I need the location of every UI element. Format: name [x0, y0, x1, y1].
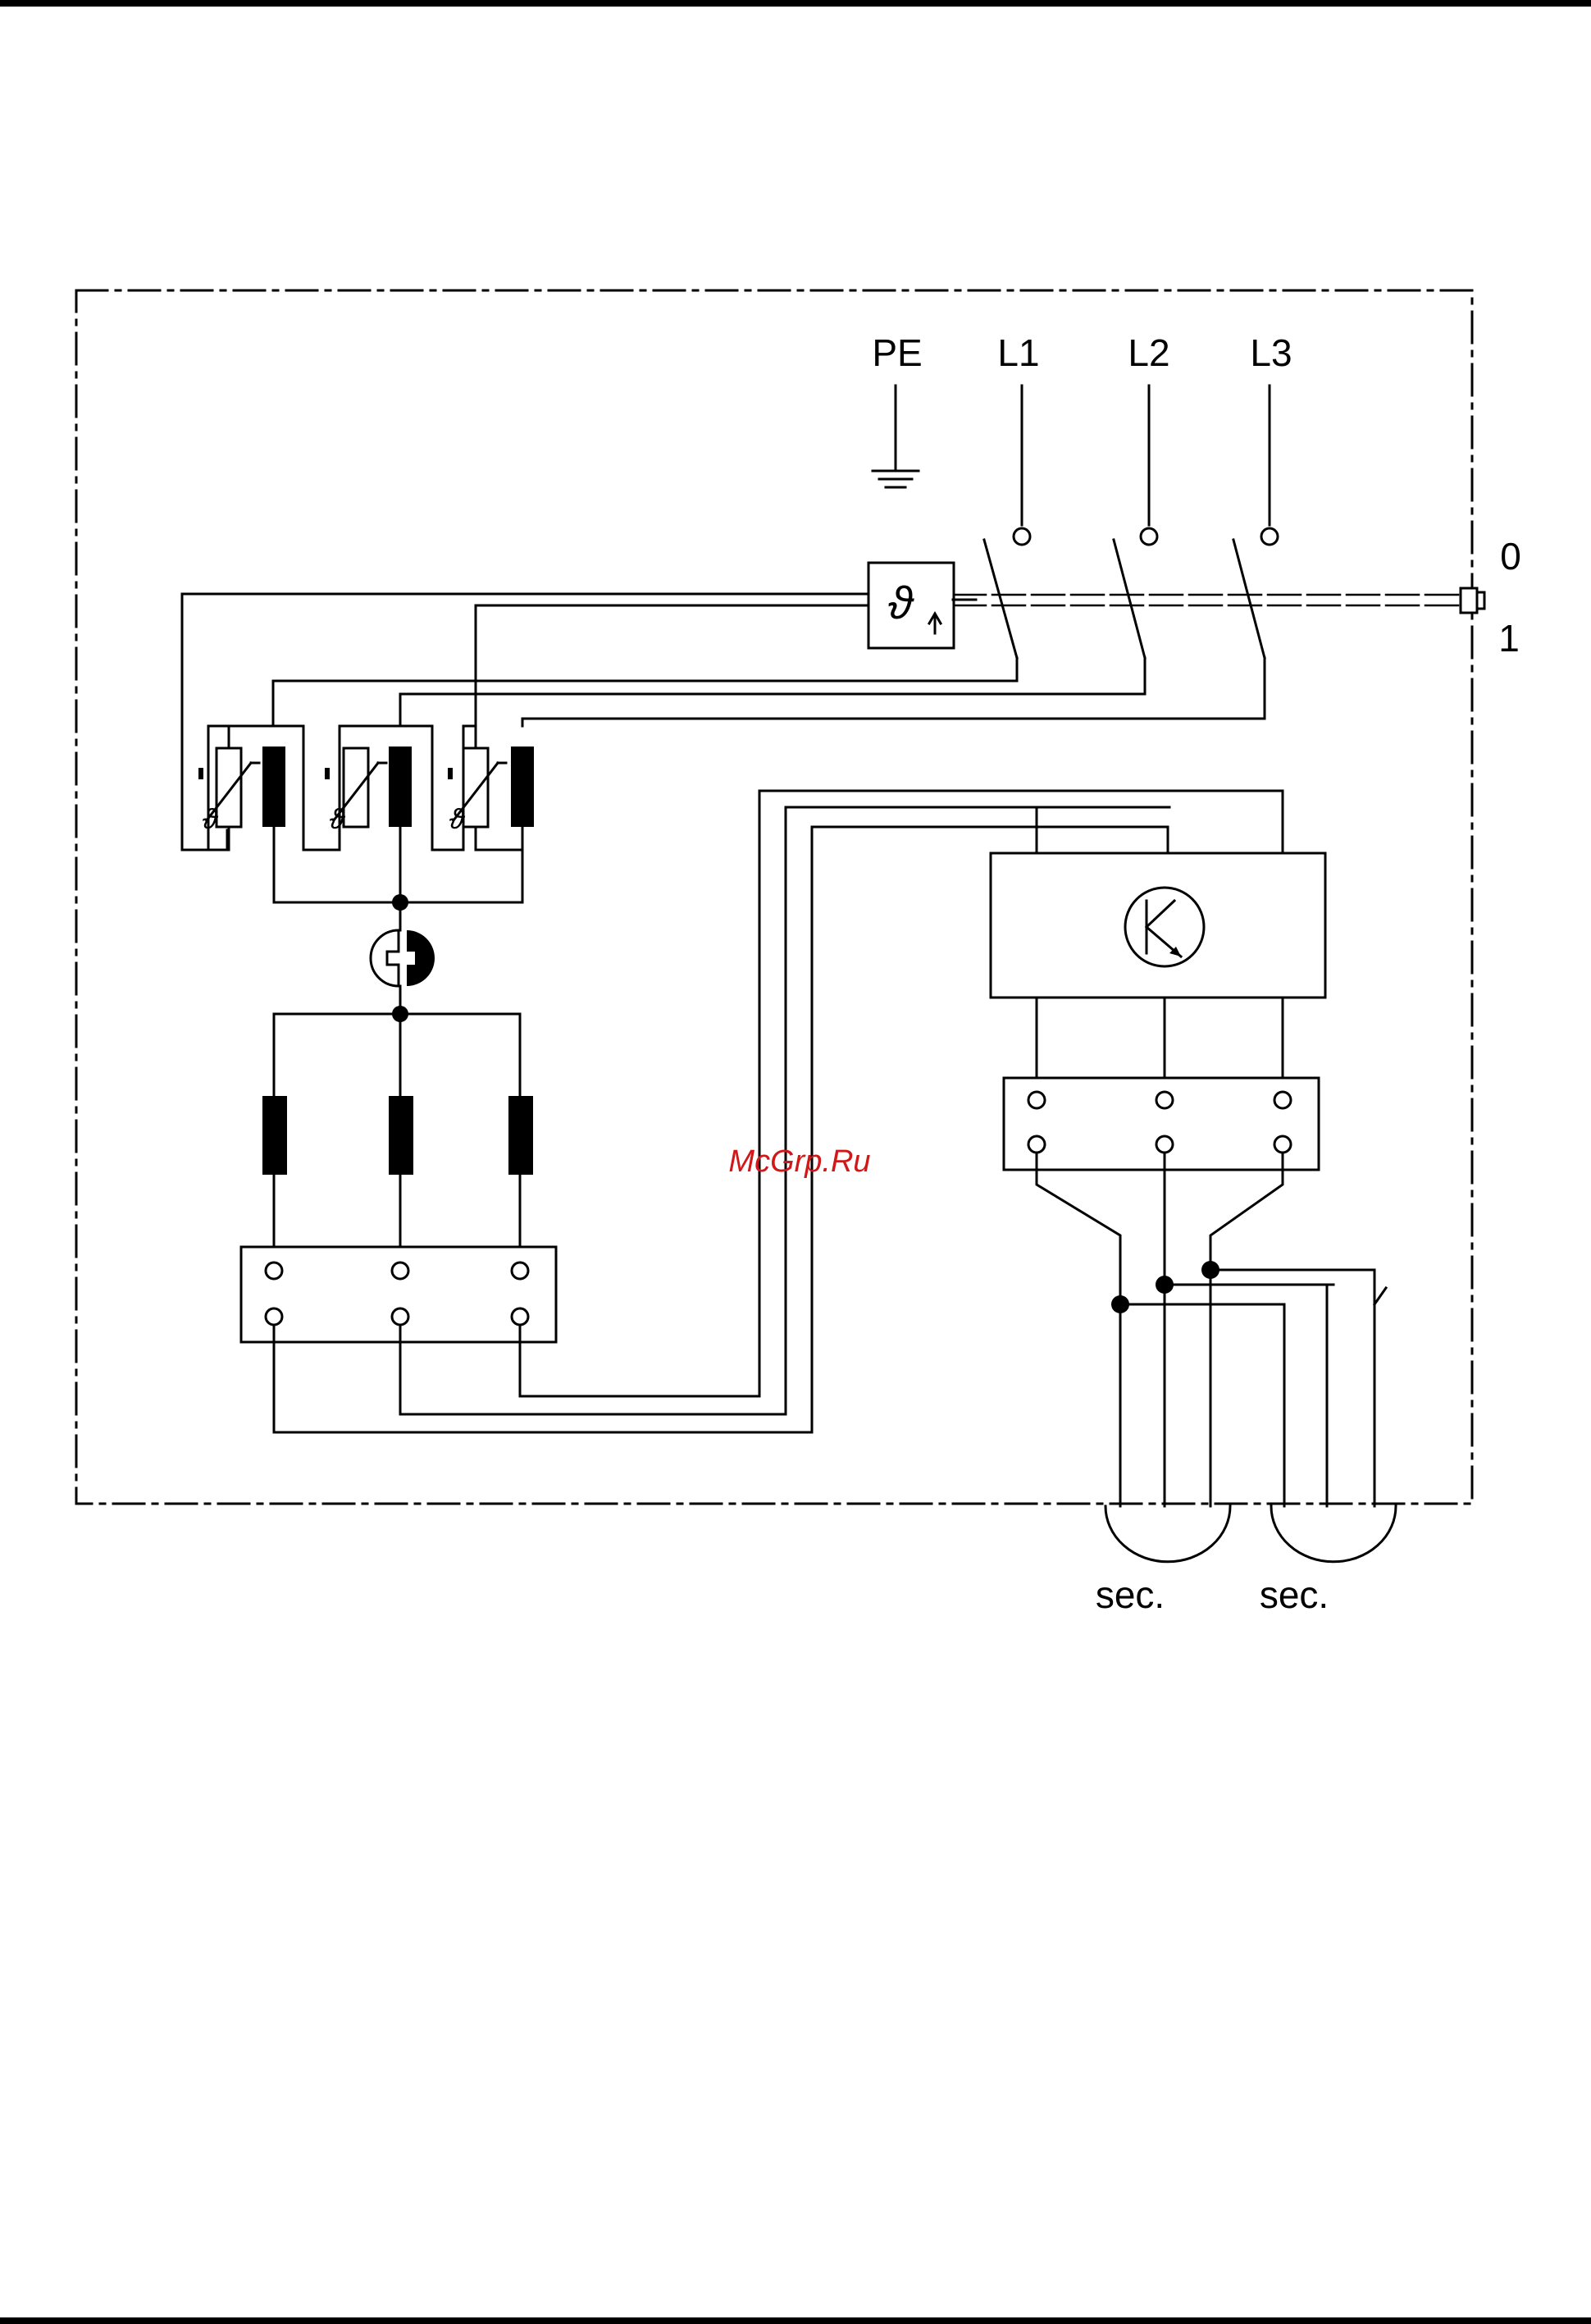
switch-linkage: [953, 595, 1466, 605]
thermostat-wiring: [182, 594, 976, 850]
secondary-socket-1-icon: [1105, 1506, 1230, 1562]
heater-unit-2: ϑ: [303, 726, 463, 850]
svg-text:ϑ: ϑ: [449, 804, 466, 835]
svg-text:ϑ: ϑ: [330, 804, 346, 835]
main-switch-contacts: [984, 540, 1265, 719]
switch-to-heaters: [273, 681, 1265, 726]
controller-box: [991, 853, 1325, 998]
heater-unit-3: ϑ: [448, 726, 534, 850]
watermark: McGrp.Ru: [728, 1144, 870, 1179]
secondary-1-label: sec.: [1096, 1573, 1165, 1616]
controller-output-wiring: [1037, 998, 1283, 1078]
switch-on-label: 1: [1498, 617, 1520, 660]
secondary-2-label: sec.: [1260, 1573, 1329, 1616]
motor-terminal-block: [241, 1247, 556, 1342]
thermostat: ϑ: [868, 563, 954, 648]
plug-connector-icon: [371, 902, 435, 1022]
l1-label: L1: [997, 331, 1039, 374]
supply-lines: [1022, 386, 1270, 525]
secondary-socket-2-icon: [1271, 1506, 1396, 1562]
svg-text:ϑ: ϑ: [203, 804, 219, 835]
junction-dot-3: [1201, 1261, 1219, 1279]
switch-off-label: 0: [1500, 535, 1521, 578]
l2-label: L2: [1128, 331, 1169, 374]
l1-terminal: [1014, 528, 1030, 545]
junction-dot-2: [1156, 1276, 1174, 1294]
pe-label: PE: [872, 331, 922, 374]
output-distribution: [1037, 1153, 1386, 1506]
junction-dot-1: [1111, 1295, 1129, 1313]
svg-text:ϑ: ϑ: [888, 577, 915, 628]
l3-terminal: [1261, 528, 1278, 545]
heater-group: ϑ ϑ ϑ: [198, 726, 534, 911]
l2-terminal: [1141, 528, 1157, 545]
rotary-handle-icon: [1461, 588, 1484, 613]
earth-icon: [873, 386, 919, 487]
heater-unit-1: ϑ: [198, 726, 303, 850]
output-terminal-block: [1004, 1078, 1319, 1170]
motor-windings: [262, 1014, 533, 1247]
l3-label: L3: [1250, 331, 1292, 374]
